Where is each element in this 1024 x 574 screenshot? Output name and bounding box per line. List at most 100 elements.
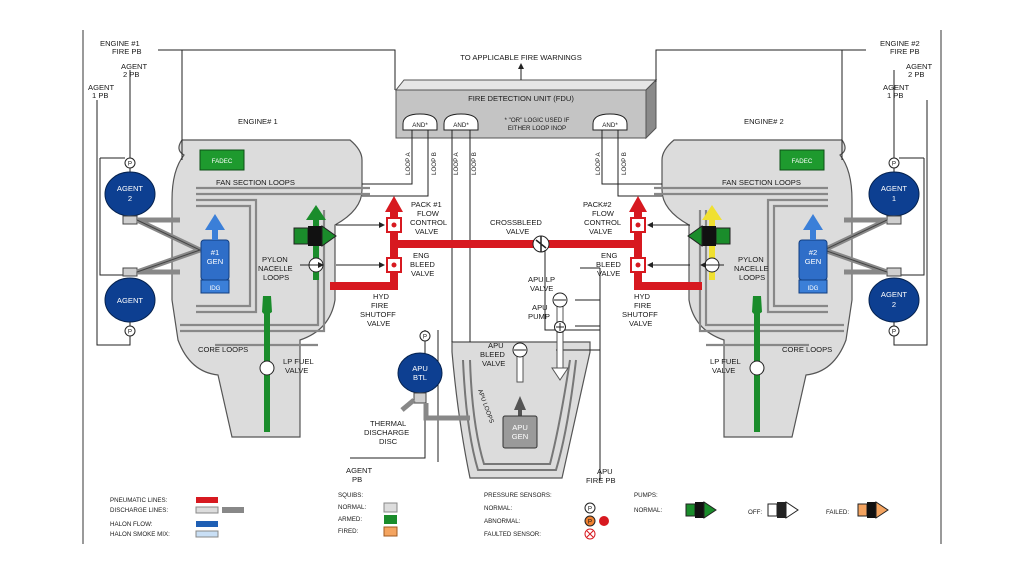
svg-text:FADEC: FADEC <box>212 158 233 165</box>
hyd1-label-4: VALVE <box>367 319 390 328</box>
fadec-1: FADEC <box>199 149 245 171</box>
loop-b-label-1: LOOP B <box>431 152 438 175</box>
svg-text:PRESSURE SENSORS:: PRESSURE SENSORS: <box>484 492 552 499</box>
svg-text:NORMAL:: NORMAL: <box>338 504 366 511</box>
svg-text:ARMED:: ARMED: <box>338 516 362 523</box>
lp-fuel-label-2a: LP FUEL <box>710 357 741 366</box>
agent1-bottle-left: AGENT P <box>104 267 156 337</box>
svg-text:1: 1 <box>892 194 896 203</box>
fadec-2: FADEC <box>779 149 825 171</box>
pack2-valve <box>630 217 646 233</box>
engine1-title: ENGINE# 1 <box>238 117 278 126</box>
agent2-pb-right-label-1: AGENT <box>906 62 933 71</box>
pylon-label-2a: PYLON <box>738 255 764 264</box>
apu-pump-label-1: APU <box>532 303 548 312</box>
loop-a-label-3: LOOP A <box>595 152 602 175</box>
lp-fuel-line-1 <box>259 296 275 432</box>
svg-text:#2: #2 <box>809 248 817 257</box>
svg-text:NORMAL:: NORMAL: <box>484 505 512 512</box>
apu-bleed-label-3: VALVE <box>482 359 505 368</box>
hyd1-label-2: FIRE <box>371 301 388 310</box>
svg-text:#1: #1 <box>211 248 219 257</box>
apu-lp-label-1: APU LP <box>528 275 555 284</box>
and-gate-3: AND* <box>592 113 628 131</box>
agent-pb-label-2: PB <box>352 475 362 484</box>
hyd2-label-1: HYD <box>634 292 651 301</box>
legend-pumps: PUMPS: NORMAL: OFF: FAILED: <box>634 492 889 519</box>
pylon-label-1c: LOOPS <box>263 273 289 282</box>
apu-bleed-valve <box>512 342 528 383</box>
apu-bleed-label-1: APU <box>488 341 504 350</box>
apu-gen: APU GEN <box>502 396 538 449</box>
hyd-pump-2 <box>687 205 731 280</box>
svg-text:2: 2 <box>892 300 896 309</box>
eng2-fire-pb-label-1: ENGINE #2 <box>880 39 920 48</box>
frame-right-edge <box>940 30 942 544</box>
pylon-label-2b: NACELLE <box>734 264 769 273</box>
core-loops-label-1: CORE LOOPS <box>198 345 248 354</box>
hyd1-label-3: SHUTOFF <box>360 310 396 319</box>
pack1-label-2: FLOW <box>417 209 440 218</box>
agent2-pb-label-2: 2 PB <box>123 70 139 79</box>
eng2-bleed-label-1: ENG <box>601 251 618 260</box>
lp-fuel-line-2 <box>749 296 765 432</box>
pack2-label-4: VALVE <box>589 227 612 236</box>
svg-text:PNEUMATIC LINES:: PNEUMATIC LINES: <box>110 497 168 504</box>
eng1-bleed-label-1: ENG <box>413 251 430 260</box>
pack1-label-3: CONTROL <box>410 218 447 227</box>
hyd2-label-4: VALVE <box>629 319 652 328</box>
loop-a-label-2: LOOP A <box>453 152 460 175</box>
apu-fire-pb-label-2: FIRE PB <box>586 476 616 485</box>
apu-pump <box>554 321 566 333</box>
svg-text:P: P <box>423 334 427 341</box>
svg-text:P: P <box>128 329 132 336</box>
hyd-pump-1 <box>293 205 337 280</box>
pack2-label-1: PACK#2 <box>583 200 612 209</box>
svg-text:AGENT: AGENT <box>117 184 144 193</box>
svg-text:P: P <box>588 519 592 526</box>
loop-b-label-3: LOOP B <box>621 152 628 175</box>
and-gate-1: AND* <box>402 113 438 131</box>
svg-text:AND*: AND* <box>412 122 428 129</box>
eng2-bleed-valve <box>630 257 646 273</box>
svg-text:PUMPS:: PUMPS: <box>634 492 658 499</box>
svg-text:APU: APU <box>512 423 528 432</box>
eng2-bleed-label-3: VALVE <box>597 269 620 278</box>
svg-text:FAULTED SENSOR:: FAULTED SENSOR: <box>484 531 541 538</box>
or-note-line2: EITHER LOOP INOP <box>508 125 566 132</box>
loop-b-label-2: LOOP B <box>471 152 478 175</box>
eng2-bleed-label-2: BLEED <box>596 260 621 269</box>
svg-text:AGENT: AGENT <box>881 290 908 299</box>
svg-text:OFF:: OFF: <box>748 509 762 516</box>
svg-text:APU: APU <box>412 364 428 373</box>
svg-text:HALON FLOW:: HALON FLOW: <box>110 521 153 528</box>
svg-text:SQUIBS:: SQUIBS: <box>338 492 363 499</box>
pack1-label-1: PACK #1 <box>411 200 442 209</box>
agent1-bottle-right: P AGENT 1 <box>868 157 920 225</box>
frame-left-edge <box>82 30 84 544</box>
or-note-line1: * "OR" LOGIC USED IF <box>505 117 570 124</box>
eng1-bleed-label-2: BLEED <box>410 260 435 269</box>
svg-text:HALON SMOKE MIX:: HALON SMOKE MIX: <box>110 531 170 538</box>
crossbleed-label-2: VALVE <box>506 227 529 236</box>
and-gate-2: AND* <box>443 113 479 131</box>
gen1-idg: #1 GEN IDG <box>200 214 230 294</box>
apu-btl: P APU BTL <box>397 330 443 404</box>
hyd1-label-1: HYD <box>373 292 390 301</box>
svg-text:P: P <box>892 161 896 168</box>
pylon-label-1a: PYLON <box>262 255 288 264</box>
apu-loops <box>462 359 577 471</box>
agent1-pb-label-1: AGENT <box>88 83 115 92</box>
svg-text:DISCHARGE LINES:: DISCHARGE LINES: <box>110 507 168 514</box>
hyd2-label-2: FIRE <box>634 301 651 310</box>
svg-text:GEN: GEN <box>805 257 821 266</box>
pack1-valve <box>386 217 402 233</box>
pack2-label-2: FLOW <box>592 209 615 218</box>
svg-text:FADEC: FADEC <box>792 158 813 165</box>
apu-pump-label-2: PUMP <box>528 312 550 321</box>
fan-loops-label-2: FAN SECTION LOOPS <box>722 178 801 187</box>
eng1-fire-pb-label-1: ENGINE #1 <box>100 39 140 48</box>
engine2-fan-loops <box>654 186 844 347</box>
svg-text:NORMAL:: NORMAL: <box>634 507 662 514</box>
